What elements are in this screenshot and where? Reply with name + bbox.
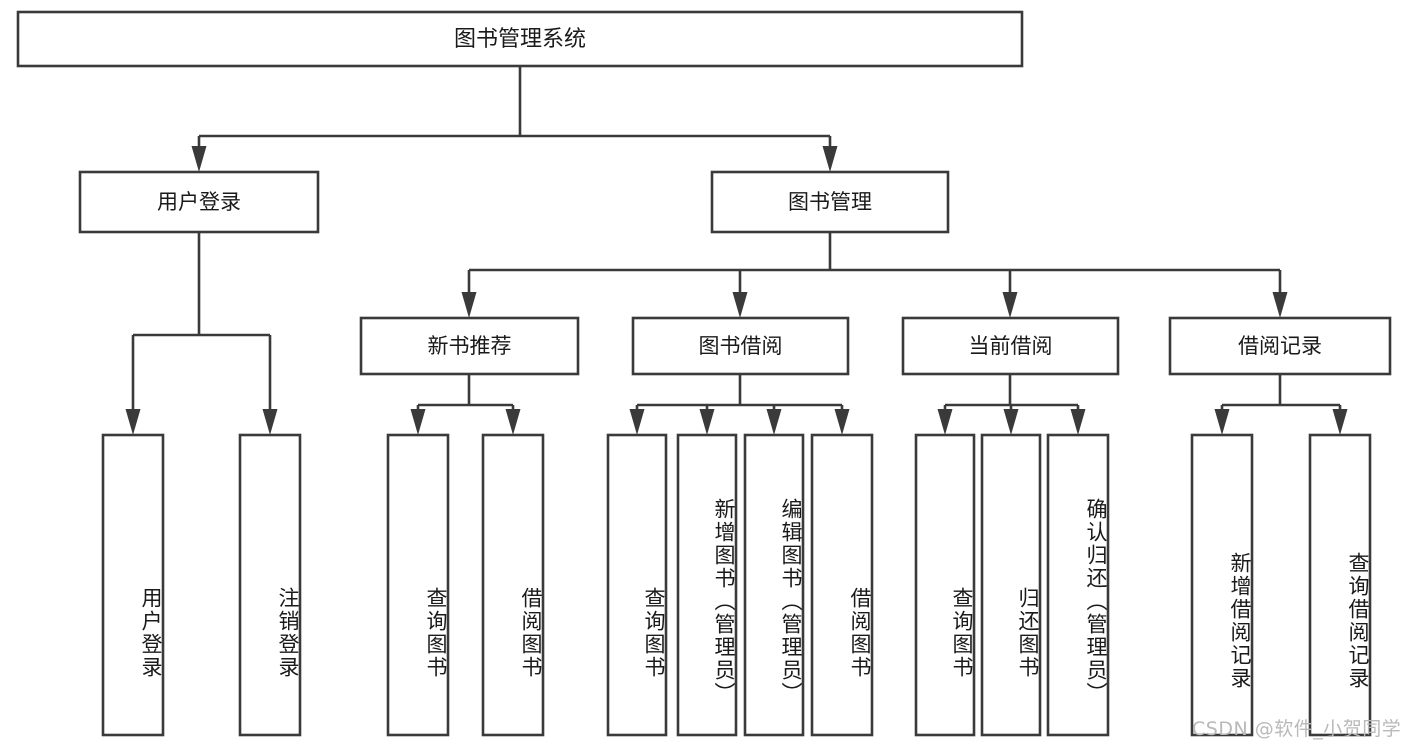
edge-borrow-record-to-leaves bbox=[1214, 374, 1348, 435]
node-new-book-recommend-label: 新书推荐 bbox=[428, 334, 512, 358]
node-book-borrow-label: 图书借阅 bbox=[699, 334, 783, 358]
leaf-query-book-current-box[interactable] bbox=[914, 433, 976, 737]
node-book-management-label: 图书管理 bbox=[788, 190, 872, 214]
node-current-borrow-box[interactable] bbox=[901, 316, 1120, 376]
leaf-add-book-admin-box[interactable] bbox=[676, 433, 738, 737]
leaf-user-logout-box[interactable] bbox=[238, 433, 302, 737]
edge-current-borrow-to-leaves bbox=[937, 374, 1086, 435]
arrow-head-icon bbox=[822, 146, 838, 172]
node-borrow-record-label: 借阅记录 bbox=[1238, 334, 1322, 358]
arrow-head-icon bbox=[410, 409, 426, 435]
edges-layer bbox=[125, 66, 1348, 435]
arrow-head-icon bbox=[461, 292, 477, 318]
node-user-login-label: 用户登录 bbox=[157, 190, 241, 214]
leaf-add-borrow-record-box[interactable] bbox=[1190, 433, 1254, 737]
arrow-head-icon bbox=[125, 409, 141, 435]
arrow-head-icon bbox=[262, 409, 278, 435]
node-borrow-record-box[interactable] bbox=[1168, 316, 1392, 376]
arrow-head-icon bbox=[1214, 409, 1230, 435]
node-book-borrow-box[interactable] bbox=[631, 316, 850, 376]
edge-book-manage-to-level3 bbox=[461, 232, 1288, 318]
arrow-head-icon bbox=[732, 292, 748, 318]
edge-book-borrow-to-leaves bbox=[629, 374, 850, 435]
edge-root-to-level2 bbox=[191, 66, 838, 172]
leaf-borrow-book-box[interactable] bbox=[810, 433, 874, 737]
arrow-head-icon bbox=[1332, 409, 1348, 435]
arrow-head-icon bbox=[1272, 292, 1288, 318]
node-new-book-recommend-box[interactable] bbox=[359, 316, 580, 376]
arrow-head-icon bbox=[191, 146, 207, 172]
leaf-confirm-return-admin-box[interactable] bbox=[1046, 433, 1110, 737]
edge-new-book-to-leaves bbox=[410, 374, 521, 435]
node-root-box[interactable] bbox=[16, 10, 1024, 68]
node-root-label: 图书管理系统 bbox=[454, 27, 586, 52]
leaf-user-login-box[interactable] bbox=[101, 433, 165, 737]
arrow-head-icon bbox=[1070, 409, 1086, 435]
leaf-query-book-borrow-box[interactable] bbox=[606, 433, 668, 737]
node-book-management-box[interactable] bbox=[710, 170, 950, 234]
arrow-head-icon bbox=[699, 409, 715, 435]
leaf-return-book-box[interactable] bbox=[980, 433, 1042, 737]
edge-user-login-to-leaves bbox=[125, 232, 278, 435]
node-current-borrow-label: 当前借阅 bbox=[969, 334, 1053, 358]
arrow-head-icon bbox=[1003, 409, 1019, 435]
leaf-query-book-new-box[interactable] bbox=[386, 433, 450, 737]
leaf-borrow-book-new-box[interactable] bbox=[481, 433, 545, 737]
watermark-text: CSDN @软件_小贺同学 bbox=[1192, 718, 1402, 740]
leaf-edit-book-admin-box[interactable] bbox=[743, 433, 805, 737]
arrow-head-icon bbox=[937, 409, 953, 435]
arrow-head-icon bbox=[1002, 292, 1018, 318]
boxes-layer bbox=[16, 10, 1392, 737]
arrow-head-icon bbox=[629, 409, 645, 435]
arrow-head-icon bbox=[766, 409, 782, 435]
arrow-head-icon bbox=[834, 409, 850, 435]
arrow-head-icon bbox=[505, 409, 521, 435]
node-user-login-box[interactable] bbox=[78, 170, 320, 234]
leaf-query-borrow-record-box[interactable] bbox=[1308, 433, 1372, 737]
